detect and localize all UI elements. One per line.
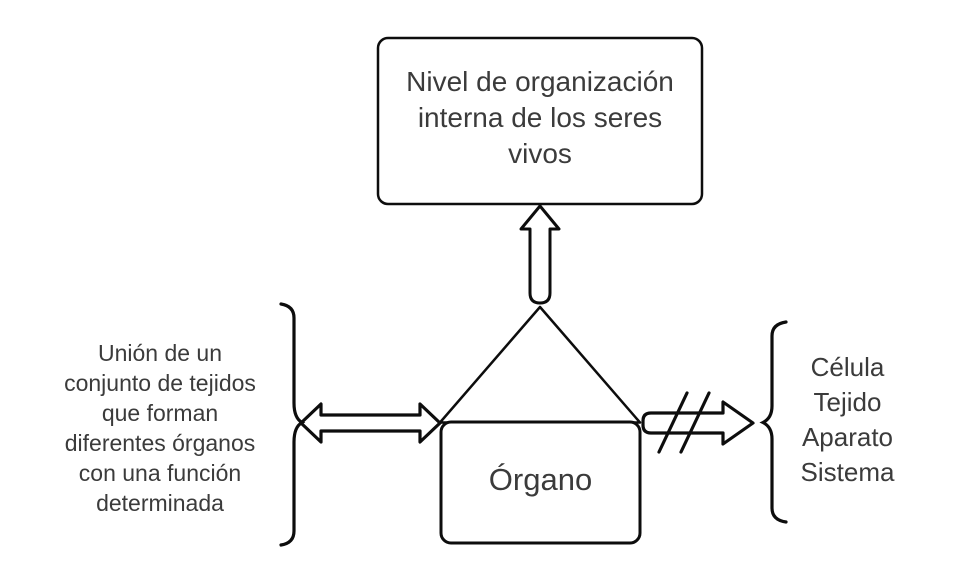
left-curly-brace (279, 302, 306, 547)
title-box-label: Nivel de organización interna de los ser… (406, 66, 674, 169)
double-headed-arrow-icon (299, 402, 442, 444)
organo-box-label: Órgano (488, 461, 593, 497)
right-curly-brace (759, 320, 788, 524)
right-levels-list: Célula Tejido Aparato Sistema (800, 352, 895, 487)
double-slash-marks (657, 391, 711, 454)
slashed-right-arrow-icon (641, 400, 755, 446)
triangle-shape (438, 305, 642, 424)
up-arrow-icon (519, 204, 561, 305)
title-box-shape (376, 36, 704, 206)
left-definition-text: Unión de un conjunto de tejidos que form… (64, 340, 256, 516)
organo-box-shape (439, 420, 642, 545)
